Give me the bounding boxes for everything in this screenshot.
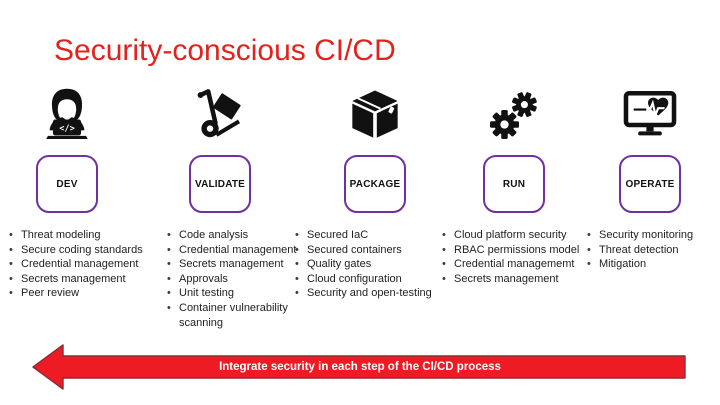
stage-run: RUN xyxy=(454,86,574,213)
validate-items-list: Code analysisCredential managementSecret… xyxy=(166,228,312,330)
list-item: Credential management xyxy=(166,243,312,258)
package-items-list: Secured IaCSecured containersQuality gat… xyxy=(294,228,446,301)
stage-box-operate: OPERATE xyxy=(619,155,681,213)
stage-box-validate: VALIDATE xyxy=(189,155,251,213)
list-item: Security and open-testing xyxy=(294,286,446,301)
list-item: Secured containers xyxy=(294,243,446,258)
stage-label: OPERATE xyxy=(625,178,675,190)
list-item: Code analysis xyxy=(166,228,312,243)
stage-dev: </> DEV xyxy=(7,86,127,213)
hand-truck-icon xyxy=(197,89,241,138)
dev-items-list: Threat modelingSecure coding standardsCr… xyxy=(8,228,160,301)
gears-icon xyxy=(489,92,537,140)
stage-box-package: PACKAGE xyxy=(344,155,406,213)
list-item: Secure coding standards xyxy=(8,243,160,258)
list-item: Approvals xyxy=(166,272,312,287)
stage-label: RUN xyxy=(502,178,526,190)
list-item: Cloud platform security xyxy=(441,228,591,243)
list-item: Unit testing xyxy=(166,286,312,301)
stage-validate: VALIDATE xyxy=(160,86,280,213)
list-item: Secured IaC xyxy=(294,228,446,243)
process-arrow xyxy=(28,342,690,392)
list-item: Container vulnerability scanning xyxy=(166,301,312,330)
page-title: Security-conscious CI/CD xyxy=(54,34,396,67)
stage-label: VALIDATE xyxy=(194,178,246,190)
list-item: Cloud configuration xyxy=(294,272,446,287)
list-item: Mitigation xyxy=(586,257,720,272)
list-item: Credential managememt xyxy=(441,257,591,272)
stage-box-dev: DEV xyxy=(36,155,98,213)
monitor-heartbeat-icon xyxy=(623,90,677,136)
list-item: RBAC permissions model xyxy=(441,243,591,258)
svg-text:</>: </> xyxy=(59,124,75,134)
list-item: Threat detection xyxy=(586,243,720,258)
operate-items-list: Security monitoringThreat detectionMitig… xyxy=(586,228,720,272)
list-item: Credential management xyxy=(8,257,160,272)
stage-operate: OPERATE xyxy=(590,86,710,213)
arrow-caption: Integrate security in each step of the C… xyxy=(219,361,501,373)
list-item: Secrets management xyxy=(166,257,312,272)
package-box-icon xyxy=(352,90,398,138)
developer-at-laptop-icon: </> xyxy=(46,88,88,140)
list-item: Secrets management xyxy=(441,272,591,287)
stage-label: PACKAGE xyxy=(349,178,401,190)
list-item: Quality gates xyxy=(294,257,446,272)
list-item: Security monitoring xyxy=(586,228,720,243)
run-items-list: Cloud platform securityRBAC permissions … xyxy=(441,228,591,286)
stage-box-run: RUN xyxy=(483,155,545,213)
list-item: Peer review xyxy=(8,286,160,301)
list-item: Secrets management xyxy=(8,272,160,287)
list-item: Threat modeling xyxy=(8,228,160,243)
left-arrow-shape xyxy=(32,344,686,390)
stage-package: PACKAGE xyxy=(315,86,435,213)
stage-label: DEV xyxy=(56,178,78,190)
